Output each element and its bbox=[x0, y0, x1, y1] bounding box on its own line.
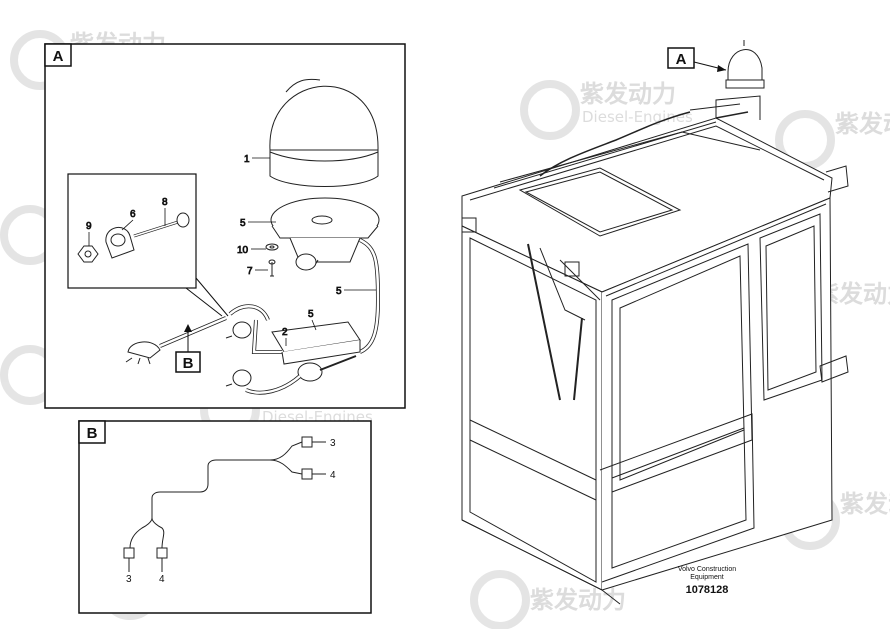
company-line1: Volvo Construction bbox=[678, 566, 736, 573]
callout-3-bottom: 3 bbox=[126, 574, 132, 585]
detail-view-a: A bbox=[44, 43, 406, 409]
cab-drawing bbox=[461, 95, 849, 605]
watermark-logo: 紫发动力 bbox=[470, 570, 626, 629]
watermark-logo: 紫发动力 bbox=[775, 110, 890, 170]
watermark-logo: 紫发动力 Diesel-Engines bbox=[520, 80, 693, 140]
callout-5-upper: 5 bbox=[240, 218, 246, 229]
screw-and-washer bbox=[265, 243, 279, 277]
clamp-assembly bbox=[77, 212, 190, 263]
view-b-title: B bbox=[87, 425, 98, 442]
callout-4-bottom: 4 bbox=[159, 574, 165, 585]
callout-2: 2 bbox=[282, 327, 288, 338]
callout-7: 7 bbox=[247, 266, 253, 277]
watermark-cn: 紫发动力 bbox=[580, 80, 676, 108]
callout-1: 1 bbox=[244, 154, 250, 165]
base-plate bbox=[270, 197, 380, 263]
view-b-marker-label: B bbox=[183, 355, 194, 372]
callout-6: 6 bbox=[130, 209, 136, 220]
callout-9: 9 bbox=[86, 221, 92, 232]
watermark-cn: 紫发动力 bbox=[835, 110, 890, 138]
cable-harness bbox=[125, 238, 381, 395]
beacon-on-cab bbox=[725, 40, 765, 89]
drawing-number: 1078128 bbox=[686, 584, 729, 596]
callout-5-right: 5 bbox=[336, 286, 342, 297]
wiring-schematic bbox=[123, 436, 326, 572]
watermark-en: Diesel-Engines bbox=[582, 108, 693, 126]
view-b-marker: B bbox=[175, 324, 201, 373]
drawing-footer: Volvo Construction Equipment 1078128 bbox=[678, 566, 736, 596]
beacon-dome bbox=[269, 78, 379, 187]
view-a-marker: A bbox=[667, 47, 727, 72]
view-a-title: A bbox=[53, 48, 64, 65]
callout-5-lower: 5 bbox=[308, 309, 314, 320]
company-line2: Equipment bbox=[690, 574, 724, 581]
watermark-cn: 紫发动力 bbox=[840, 490, 890, 518]
inset-leaders bbox=[185, 277, 229, 317]
callout-3-right: 3 bbox=[330, 438, 336, 449]
callout-4-right: 4 bbox=[330, 470, 336, 481]
callouts-view-a: 1 5 10 7 5 2 5 9 6 8 bbox=[86, 154, 376, 346]
clamp-detail-box bbox=[67, 173, 197, 289]
watermark-cn: 紫发动力 bbox=[530, 586, 626, 614]
detail-view-b: B 3 4 3 4 bbox=[78, 420, 372, 614]
callout-8: 8 bbox=[162, 197, 168, 208]
callout-10: 10 bbox=[237, 245, 249, 256]
view-a-marker-label: A bbox=[676, 51, 687, 68]
